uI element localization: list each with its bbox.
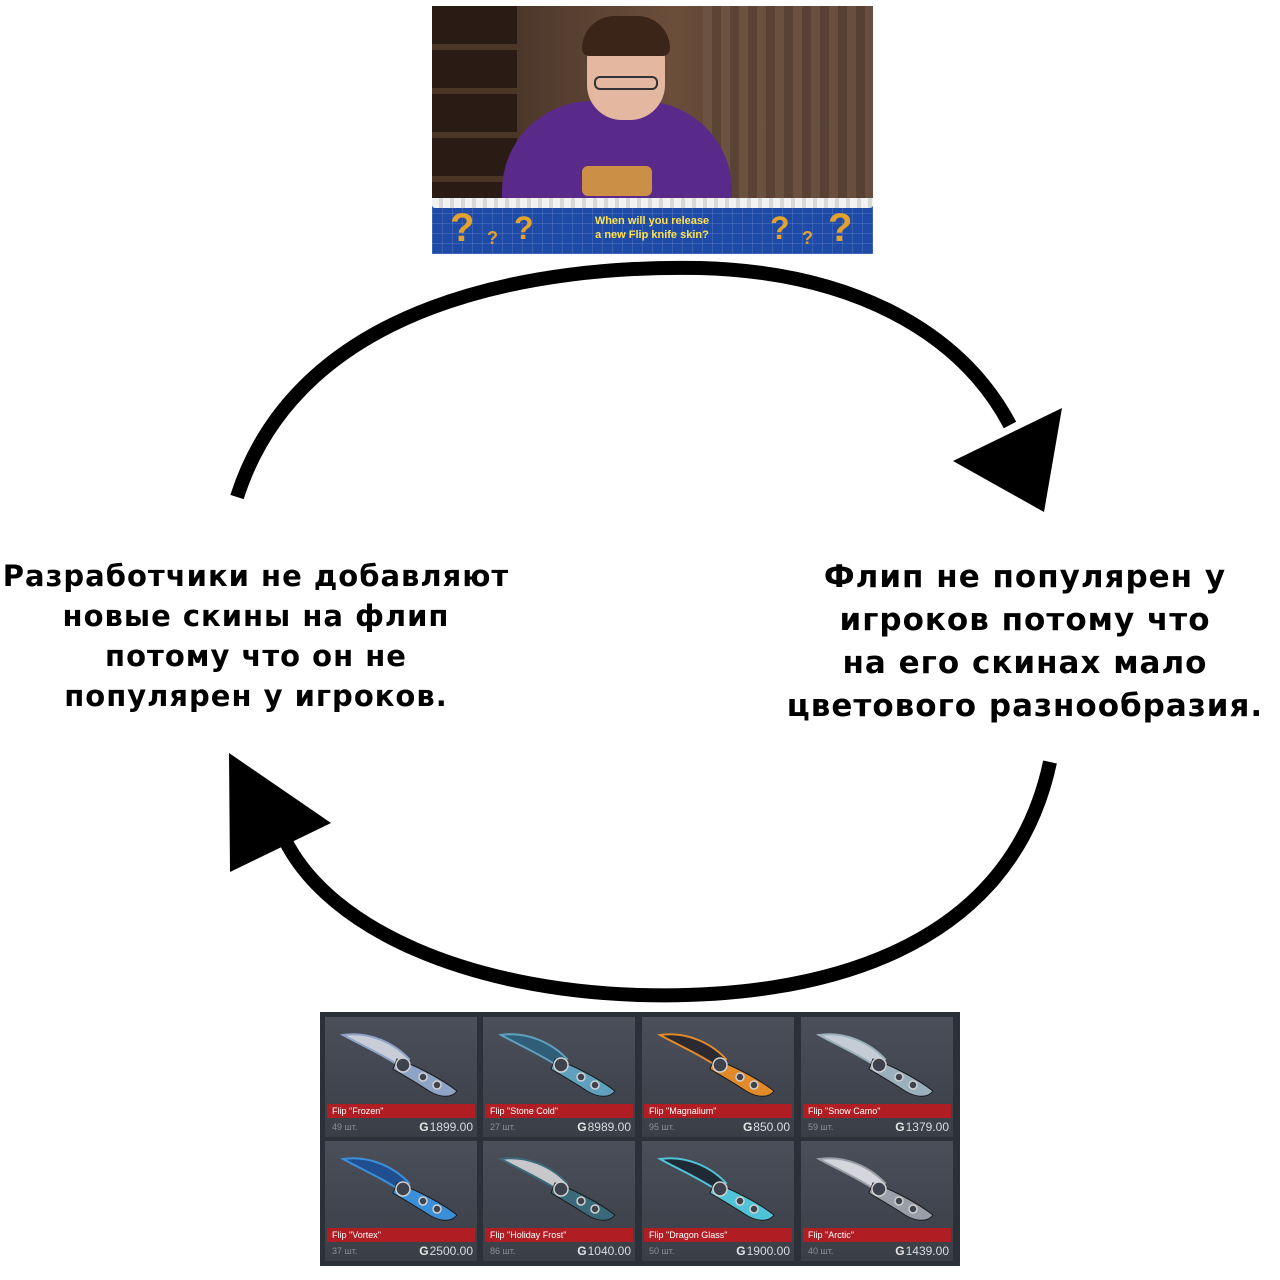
bottom-arrowhead bbox=[229, 753, 331, 872]
price-value: 1040.00 bbox=[587, 1244, 631, 1258]
hoodie-logo bbox=[582, 166, 652, 196]
price-value: 1900.00 bbox=[746, 1244, 790, 1258]
currency-icon: G bbox=[895, 1120, 905, 1134]
item-price: G2500.00 bbox=[419, 1244, 473, 1258]
left-line: потому что он не bbox=[105, 639, 407, 673]
item-name: Flip "Arctic" bbox=[803, 1228, 951, 1242]
question-mark-icon: ? bbox=[450, 206, 475, 250]
item-quantity: 50 шт. bbox=[649, 1246, 675, 1256]
flip-knife-icon bbox=[339, 1033, 458, 1097]
item-quantity: 86 шт. bbox=[490, 1246, 516, 1256]
item-price: G1900.00 bbox=[736, 1244, 790, 1258]
item-name: Flip "Snow Camo" bbox=[803, 1104, 951, 1118]
item-name: Flip "Magnalium" bbox=[644, 1104, 792, 1118]
market-item-card[interactable]: Flip "Arctic" 40 шт. G1439.00 bbox=[801, 1141, 953, 1261]
flip-knife-icon bbox=[497, 1033, 616, 1097]
item-quantity: 59 шт. bbox=[808, 1122, 834, 1132]
caption-banner bbox=[432, 202, 873, 254]
flip-knife-icon bbox=[815, 1157, 934, 1221]
currency-icon: G bbox=[419, 1244, 429, 1258]
glasses bbox=[594, 76, 658, 90]
question-mark-icon: ? bbox=[770, 210, 790, 246]
left-line: популярен у игроков. bbox=[64, 679, 448, 713]
item-name: Flip "Frozen" bbox=[327, 1104, 475, 1118]
flip-knife-icon bbox=[656, 1033, 775, 1097]
currency-icon: G bbox=[736, 1244, 746, 1258]
paper-tear bbox=[432, 198, 873, 208]
top-arc bbox=[230, 260, 1017, 500]
price-value: 850.00 bbox=[753, 1120, 790, 1134]
top-arrowhead bbox=[953, 408, 1062, 512]
flip-knife-icon bbox=[339, 1157, 458, 1221]
currency-icon: G bbox=[577, 1244, 587, 1258]
item-quantity: 95 шт. bbox=[649, 1122, 675, 1132]
item-price: G1379.00 bbox=[895, 1120, 949, 1134]
item-name: Flip "Dragon Glass" bbox=[644, 1228, 792, 1242]
market-item-card[interactable]: Flip "Snow Camo" 59 шт. G1379.00 bbox=[801, 1017, 953, 1137]
price-value: 1899.00 bbox=[429, 1120, 473, 1134]
video-frame: ? ? ? ? ? ? When will you release a new … bbox=[432, 6, 873, 254]
caption-line-2: a new Flip knife skin? bbox=[595, 229, 709, 241]
item-name: Flip "Stone Cold" bbox=[485, 1104, 633, 1118]
item-name: Flip "Vortex" bbox=[327, 1228, 475, 1242]
item-quantity: 49 шт. bbox=[332, 1122, 358, 1132]
currency-icon: G bbox=[895, 1244, 905, 1258]
curtain bbox=[703, 6, 873, 206]
market-item-card[interactable]: Flip "Frozen" 49 шт. G1899.00 bbox=[325, 1017, 477, 1137]
left-statement: Разработчики не добавляют новые скины на… bbox=[0, 556, 512, 716]
flip-knife-icon bbox=[815, 1033, 934, 1097]
left-line: новые скины на флип bbox=[62, 599, 450, 633]
price-value: 8989.00 bbox=[587, 1120, 631, 1134]
question-mark-icon: ? bbox=[514, 210, 534, 246]
left-line: Разработчики не добавляют bbox=[2, 559, 510, 593]
item-quantity: 27 шт. bbox=[490, 1122, 516, 1132]
flip-knife-icon bbox=[497, 1157, 616, 1221]
question-mark-icon: ? bbox=[802, 228, 813, 248]
flip-knife-icon bbox=[656, 1157, 775, 1221]
price-value: 1439.00 bbox=[905, 1244, 949, 1258]
currency-icon: G bbox=[577, 1120, 587, 1134]
item-price: G1899.00 bbox=[419, 1120, 473, 1134]
right-line: Флип не популярен у bbox=[823, 559, 1227, 595]
right-line: игроков потому что bbox=[839, 602, 1211, 638]
right-statement: Флип не популярен у игроков потому что н… bbox=[770, 556, 1280, 728]
item-price: G1439.00 bbox=[895, 1244, 949, 1258]
market-item-card[interactable]: Flip "Dragon Glass" 50 шт. G1900.00 bbox=[642, 1141, 794, 1261]
item-quantity: 40 шт. bbox=[808, 1246, 834, 1256]
currency-icon: G bbox=[742, 1120, 753, 1134]
market-item-card[interactable]: Flip "Vortex" 37 шт. G2500.00 bbox=[325, 1141, 477, 1261]
right-line: цветового разнообразия. bbox=[786, 688, 1264, 724]
item-name: Flip "Holiday Frost" bbox=[485, 1228, 633, 1242]
item-price: G8989.00 bbox=[577, 1120, 631, 1134]
market-item-card[interactable]: Flip "Stone Cold" 27 шт. G8989.00 bbox=[483, 1017, 635, 1137]
question-mark-icon: ? bbox=[487, 228, 498, 248]
bottom-arc bbox=[278, 760, 1057, 1003]
item-quantity: 37 шт. bbox=[332, 1246, 358, 1256]
market-item-card[interactable]: Flip "Holiday Frost" 86 шт. G1040.00 bbox=[483, 1141, 635, 1261]
caption-line-1: When will you release bbox=[594, 215, 710, 227]
price-value: 1379.00 bbox=[905, 1120, 949, 1134]
market-item-card[interactable]: Flip "Magnalium" 95 шт. G850.00 bbox=[642, 1017, 794, 1137]
price-value: 2500.00 bbox=[429, 1244, 473, 1258]
person-hair bbox=[582, 16, 670, 56]
item-price: G850.00 bbox=[743, 1120, 790, 1134]
item-price: G1040.00 bbox=[577, 1244, 631, 1258]
video-caption: When will you release a new Flip knife s… bbox=[582, 214, 722, 242]
question-mark-icon: ? bbox=[828, 206, 853, 250]
currency-icon: G bbox=[419, 1120, 429, 1134]
right-line: на его скинах мало bbox=[842, 645, 1208, 681]
